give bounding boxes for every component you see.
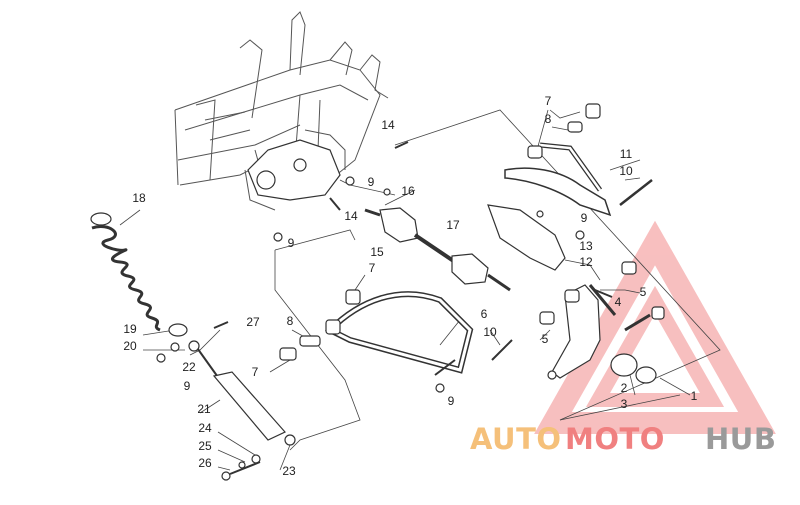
watermark-word-moto: MOTO: [565, 422, 665, 456]
cv-axle: [364, 207, 511, 292]
callout-7: 7: [545, 94, 552, 108]
callout-9: 9: [368, 175, 375, 189]
callout-2: 2: [621, 381, 628, 395]
upper-a-arm: [504, 103, 653, 240]
gear-case: [247, 139, 341, 201]
callout-3: 3: [621, 397, 628, 411]
callout-1: 1: [691, 389, 698, 403]
coil-spring: [90, 212, 161, 332]
callout-9: 9: [448, 394, 455, 408]
callout-9: 9: [581, 211, 588, 225]
callout-25: 25: [198, 439, 212, 453]
callout-21: 21: [197, 402, 211, 416]
callout-23: 23: [282, 464, 296, 478]
shock-absorber: [156, 321, 296, 481]
callout-26: 26: [198, 456, 212, 470]
skid-plate: [487, 204, 566, 271]
callout-12: 12: [579, 255, 593, 269]
callout-9: 9: [288, 236, 295, 250]
callout-20: 20: [123, 339, 137, 353]
callout-14: 14: [381, 118, 395, 132]
lower-a-arm: [279, 289, 474, 393]
callout-18: 18: [132, 191, 146, 205]
callout-15: 15: [370, 245, 384, 259]
steering-knuckle: [539, 261, 665, 384]
callout-19: 19: [123, 322, 137, 336]
fasteners: [273, 141, 513, 361]
callout-14: 14: [344, 209, 358, 223]
callout-27: 27: [246, 315, 260, 329]
callout-7: 7: [252, 365, 259, 379]
watermark-word-hub: HUB: [705, 422, 776, 456]
callout-7: 7: [369, 261, 376, 275]
callout-13: 13: [579, 239, 593, 253]
callout-11: 11: [620, 147, 633, 161]
watermark-logo: AUTO MOTO HUB: [470, 422, 776, 456]
callout-5: 5: [640, 285, 647, 299]
callout-8: 8: [287, 314, 294, 328]
callout-labels: 1234556777889999910101112131414151617181…: [123, 94, 697, 478]
callout-5: 5: [542, 332, 549, 346]
watermark-word-auto: AUTO: [470, 422, 562, 456]
callout-8: 8: [545, 112, 552, 126]
callout-24: 24: [198, 421, 212, 435]
callout-10: 10: [483, 325, 497, 339]
callout-10: 10: [619, 164, 633, 178]
callout-22: 22: [182, 360, 196, 374]
callout-17: 17: [446, 218, 460, 232]
callout-16: 16: [401, 184, 415, 198]
callout-4: 4: [615, 295, 622, 309]
callout-9: 9: [184, 379, 191, 393]
callout-6: 6: [481, 307, 488, 321]
